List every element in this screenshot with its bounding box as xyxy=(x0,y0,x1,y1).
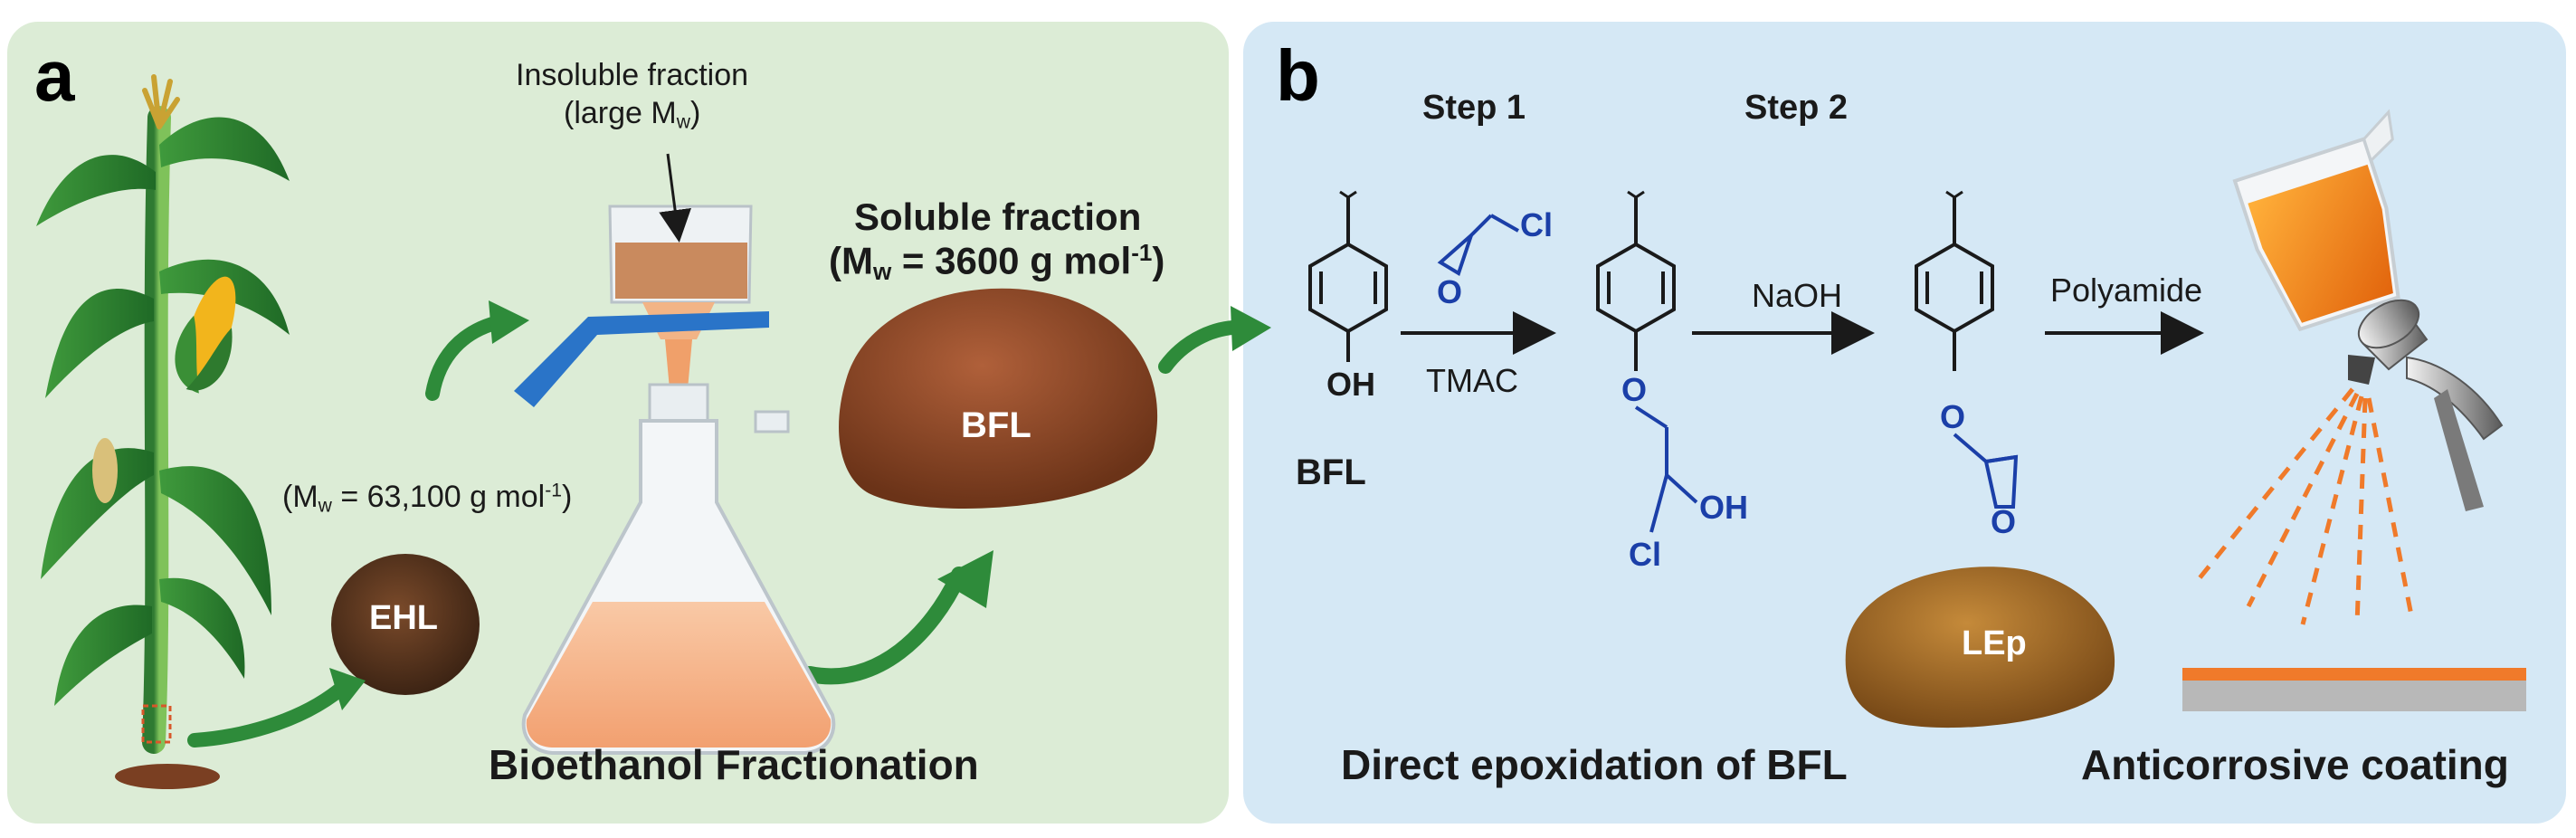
lep-powder-pile xyxy=(1845,567,2115,728)
corn-plant-illustration xyxy=(36,74,290,789)
corn-cob xyxy=(175,276,236,394)
bfl-structure xyxy=(1308,190,1388,362)
insoluble-mw-label: (large Mw) xyxy=(564,96,701,133)
spray-gun-illustration xyxy=(2348,299,2504,511)
step-1-label: Step 1 xyxy=(1422,89,1526,127)
corn-husk xyxy=(92,438,118,503)
epichlorohydrin-chlorine-label: Cl xyxy=(1520,206,1553,243)
polyamide-label: Polyamide xyxy=(2050,271,2203,309)
naoh-label: NaOH xyxy=(1752,277,1843,314)
panel-b-background xyxy=(1243,22,2566,824)
epoxide-product-structure xyxy=(1915,190,2019,509)
arrow-corn-to-ehl xyxy=(187,681,349,748)
panel-a-letter: a xyxy=(34,35,75,116)
product-epoxide-oxygen-label: O xyxy=(1991,503,2017,540)
soluble-mw-label: (Mw = 3600 g mol-1) xyxy=(829,239,1165,285)
panel-b-caption-coating: Anticorrosive coating xyxy=(2081,741,2509,788)
arrow-flask-to-bfl xyxy=(802,567,967,685)
bfl-powder-pile xyxy=(839,288,1158,509)
insoluble-residue xyxy=(615,243,747,299)
filtration-flask xyxy=(514,205,836,755)
chlorohydrin-intermediate-structure xyxy=(1596,190,1698,533)
spray-pattern xyxy=(2197,387,2414,625)
stalk-highlight-box xyxy=(141,704,172,744)
beaker-illustration xyxy=(2232,109,2400,332)
intermediate-chlorine-label: Cl xyxy=(1629,536,1661,573)
coating-layer xyxy=(2182,668,2526,681)
bfl-structure-name: BFL xyxy=(1296,452,1366,492)
bfl-oh-label: OH xyxy=(1326,366,1375,403)
filtrate-liquid xyxy=(526,602,832,748)
panel-a-caption: Bioethanol Fractionation xyxy=(489,741,979,788)
epichlorohydrin-oxygen-label: O xyxy=(1437,273,1463,310)
chem-structures xyxy=(1308,190,2204,533)
lep-pile-label: LEp xyxy=(1962,624,2027,662)
step-2-label: Step 2 xyxy=(1744,89,1849,127)
soil xyxy=(115,764,220,789)
soluble-fraction-label: Soluble fraction xyxy=(854,195,1142,238)
insoluble-fraction-label: Insoluble fraction xyxy=(516,58,749,92)
clamp xyxy=(514,311,769,407)
tmac-label: TMAC xyxy=(1426,362,1518,399)
panel-b-letter: b xyxy=(1276,35,1320,116)
insoluble-leader-line xyxy=(659,153,691,243)
metal-substrate xyxy=(2182,681,2526,711)
product-ether-oxygen-label: O xyxy=(1940,398,1966,435)
intermediate-oxygen-label: O xyxy=(1621,371,1648,408)
epichlorohydrin-structure xyxy=(1437,214,1519,276)
arrow-to-filter xyxy=(425,314,509,401)
bfl-pile-label: BFL xyxy=(961,405,1031,445)
ehl-label: EHL xyxy=(369,599,438,637)
ehl-powder-pile xyxy=(331,554,480,695)
ehl-mw-label: (Mw = 63,100 g mol-1) xyxy=(282,480,573,517)
intermediate-oh-label: OH xyxy=(1699,489,1748,526)
panel-b-caption-epoxidation: Direct epoxidation of BFL xyxy=(1341,741,1848,788)
